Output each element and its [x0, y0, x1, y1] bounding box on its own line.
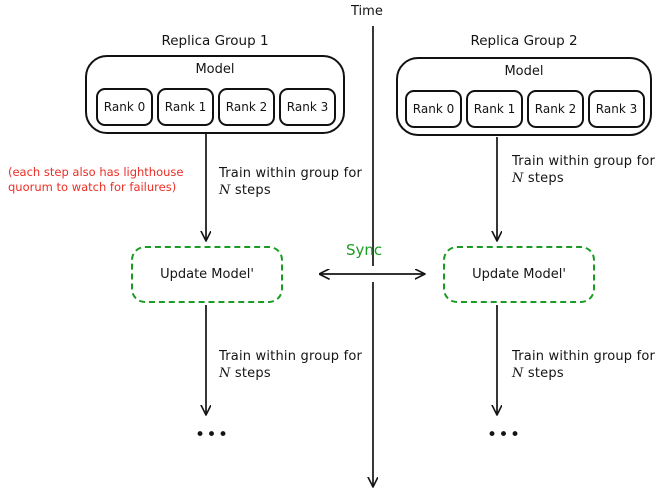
train-label-left-1-rest: steps — [230, 183, 271, 198]
rank-box-g2-r3[interactable]: Rank 3 — [588, 90, 645, 128]
group-title-2: Replica Group 2 — [470, 33, 578, 49]
update-model-box-left[interactable]: Update Model' — [131, 246, 283, 303]
ellipsis-left: ••• — [195, 425, 230, 445]
sync-label: Sync — [346, 241, 383, 259]
train-label-left-1-n: N — [219, 183, 231, 198]
train-label-right-1-rest: steps — [523, 171, 564, 186]
train-label-right-2-n: N — [512, 366, 524, 381]
rank-box-g1-r1[interactable]: Rank 1 — [157, 88, 214, 126]
rank-box-g1-r0[interactable]: Rank 0 — [96, 88, 153, 126]
rank-box-g2-r0[interactable]: Rank 0 — [405, 90, 462, 128]
rank-box-g1-r3[interactable]: Rank 3 — [279, 88, 336, 126]
group-title-1: Replica Group 1 — [161, 33, 269, 49]
model-label-1: Model — [195, 62, 235, 77]
train-label-left-2-line1: Train within group for — [219, 349, 363, 364]
lighthouse-quorum-note: (each step also has lighthouse quorum to… — [8, 165, 184, 194]
rank-box-g2-r2[interactable]: Rank 2 — [527, 90, 584, 128]
train-label-left-2-rest: steps — [230, 366, 271, 381]
train-label-right-1-line1: Train within group for — [512, 154, 656, 169]
ellipsis-right: ••• — [487, 425, 522, 445]
train-label-right-1-n: N — [512, 171, 524, 186]
rank-box-g1-r2[interactable]: Rank 2 — [218, 88, 275, 126]
train-label-right-2-line1: Train within group for — [512, 349, 656, 364]
train-label-left-1-line1: Train within group for — [219, 166, 363, 181]
update-model-box-right[interactable]: Update Model' — [443, 246, 595, 303]
train-label-right-2-rest: steps — [523, 366, 564, 381]
time-axis-label: Time — [351, 4, 383, 19]
model-label-2: Model — [504, 64, 544, 79]
train-label-left-2-n: N — [219, 366, 231, 381]
rank-box-g2-r1[interactable]: Rank 1 — [466, 90, 523, 128]
